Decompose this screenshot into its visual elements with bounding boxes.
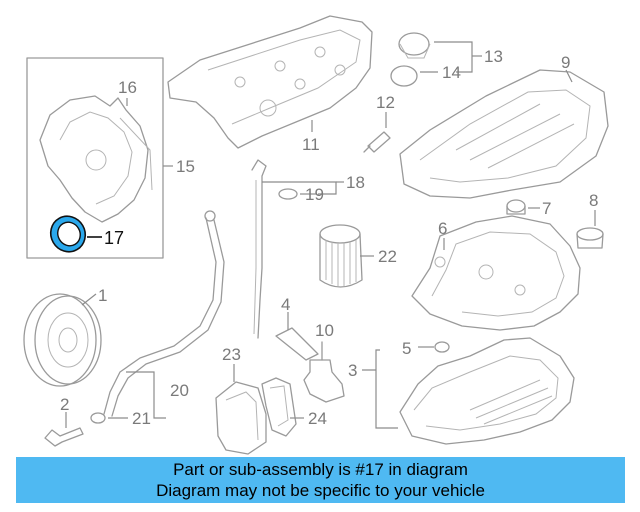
callout-24: 24 <box>308 409 327 428</box>
callout-6: 6 <box>438 219 447 238</box>
bracket <box>275 327 319 361</box>
callout-22: 22 <box>378 247 397 266</box>
drain-plug <box>506 199 526 215</box>
callout-23: 23 <box>222 345 241 364</box>
oil-cooler <box>215 381 267 455</box>
callout-10: 10 <box>315 321 334 340</box>
oil-pan-upper <box>411 215 581 331</box>
cylinder-head <box>167 15 373 149</box>
callout-17: 17 <box>104 228 124 248</box>
banner-line-disclaimer: Diagram may not be specific to your vehi… <box>156 481 485 500</box>
timing-cover-group-box <box>26 57 164 259</box>
callout-21: 21 <box>132 409 151 428</box>
callout-7: 7 <box>542 199 551 218</box>
callout-18: 18 <box>346 173 365 192</box>
sensor <box>363 131 391 153</box>
engine-block <box>399 69 609 199</box>
callout-14: 14 <box>442 63 461 82</box>
cap-seal <box>390 65 418 87</box>
dipstick <box>251 159 267 339</box>
bolt <box>44 427 84 447</box>
callout-19: 19 <box>305 185 324 204</box>
callout-20: 20 <box>170 381 189 400</box>
oil-pan-drain-plug <box>434 341 450 353</box>
callout-3: 3 <box>348 361 357 380</box>
callout-1: 1 <box>98 286 107 305</box>
cooler-gasket <box>261 377 297 437</box>
callout-13: 13 <box>484 47 503 66</box>
callout-5: 5 <box>402 339 411 358</box>
oil-pan-lower <box>399 337 575 445</box>
seal-ring-17 <box>49 215 87 253</box>
callout-4: 4 <box>281 295 290 314</box>
dipstick-o-ring <box>278 188 298 200</box>
callout-2: 2 <box>60 395 69 414</box>
callout-9: 9 <box>561 53 570 72</box>
parts-diagram: 1 2 3 4 5 6 7 8 9 10 11 12 13 14 15 16 1… <box>23 15 609 455</box>
callout-8: 8 <box>589 191 598 210</box>
info-banner: Part or sub-assembly is #17 in diagram D… <box>16 457 625 503</box>
callout-12: 12 <box>376 93 395 112</box>
cap-8 <box>576 227 604 249</box>
banner-line-part: Part or sub-assembly is #17 in diagram <box>173 460 468 479</box>
crank-pulley <box>23 293 102 387</box>
callout-11: 11 <box>302 135 320 154</box>
oil-level-sensor <box>303 341 345 403</box>
tube-seal <box>90 412 106 424</box>
timing-cover <box>39 95 153 223</box>
oil-filler-cap <box>398 32 431 59</box>
callout-16: 16 <box>118 78 137 97</box>
oil-filter <box>319 224 363 288</box>
dipstick-tube <box>103 210 225 417</box>
callout-15: 15 <box>176 157 195 176</box>
